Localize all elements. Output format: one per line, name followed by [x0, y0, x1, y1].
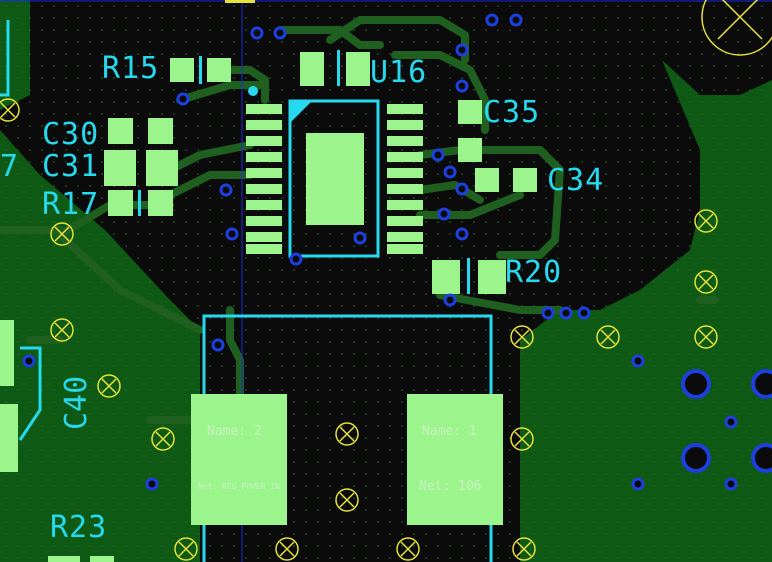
big-pad-left-name: Name: 2 [207, 424, 262, 439]
designator-c40[interactable]: C40 [59, 375, 94, 430]
silk-bars [138, 50, 470, 294]
u16-outline [288, 99, 380, 258]
designator-r20[interactable]: R20 [505, 255, 563, 290]
big-pad-right-name: Name: 1 [422, 424, 477, 439]
pin1-marker [248, 86, 258, 96]
big-pad-left-net: Net: REG_POWER_IN [198, 482, 280, 491]
big-pad-right-net: Net: 106 [419, 479, 482, 494]
mount-hole-outline [701, 0, 772, 56]
big-pad-right [407, 394, 503, 525]
via-layer[interactable] [22, 13, 772, 491]
designator-c30[interactable]: C30 [42, 117, 100, 152]
pad-layer[interactable] [0, 52, 537, 562]
designator-c34[interactable]: C34 [547, 163, 605, 198]
designator-r17[interactable]: R17 [42, 187, 100, 222]
designator-fragment: 7 [0, 149, 20, 184]
designator-u16[interactable]: U16 [370, 55, 428, 90]
top-marker [225, 0, 255, 3]
designator-c31[interactable]: C31 [42, 149, 100, 184]
big-pad-left [191, 394, 287, 525]
designator-r15[interactable]: R15 [102, 51, 160, 86]
designator-r23[interactable]: R23 [50, 510, 108, 545]
designator-c35[interactable]: C35 [483, 95, 541, 130]
